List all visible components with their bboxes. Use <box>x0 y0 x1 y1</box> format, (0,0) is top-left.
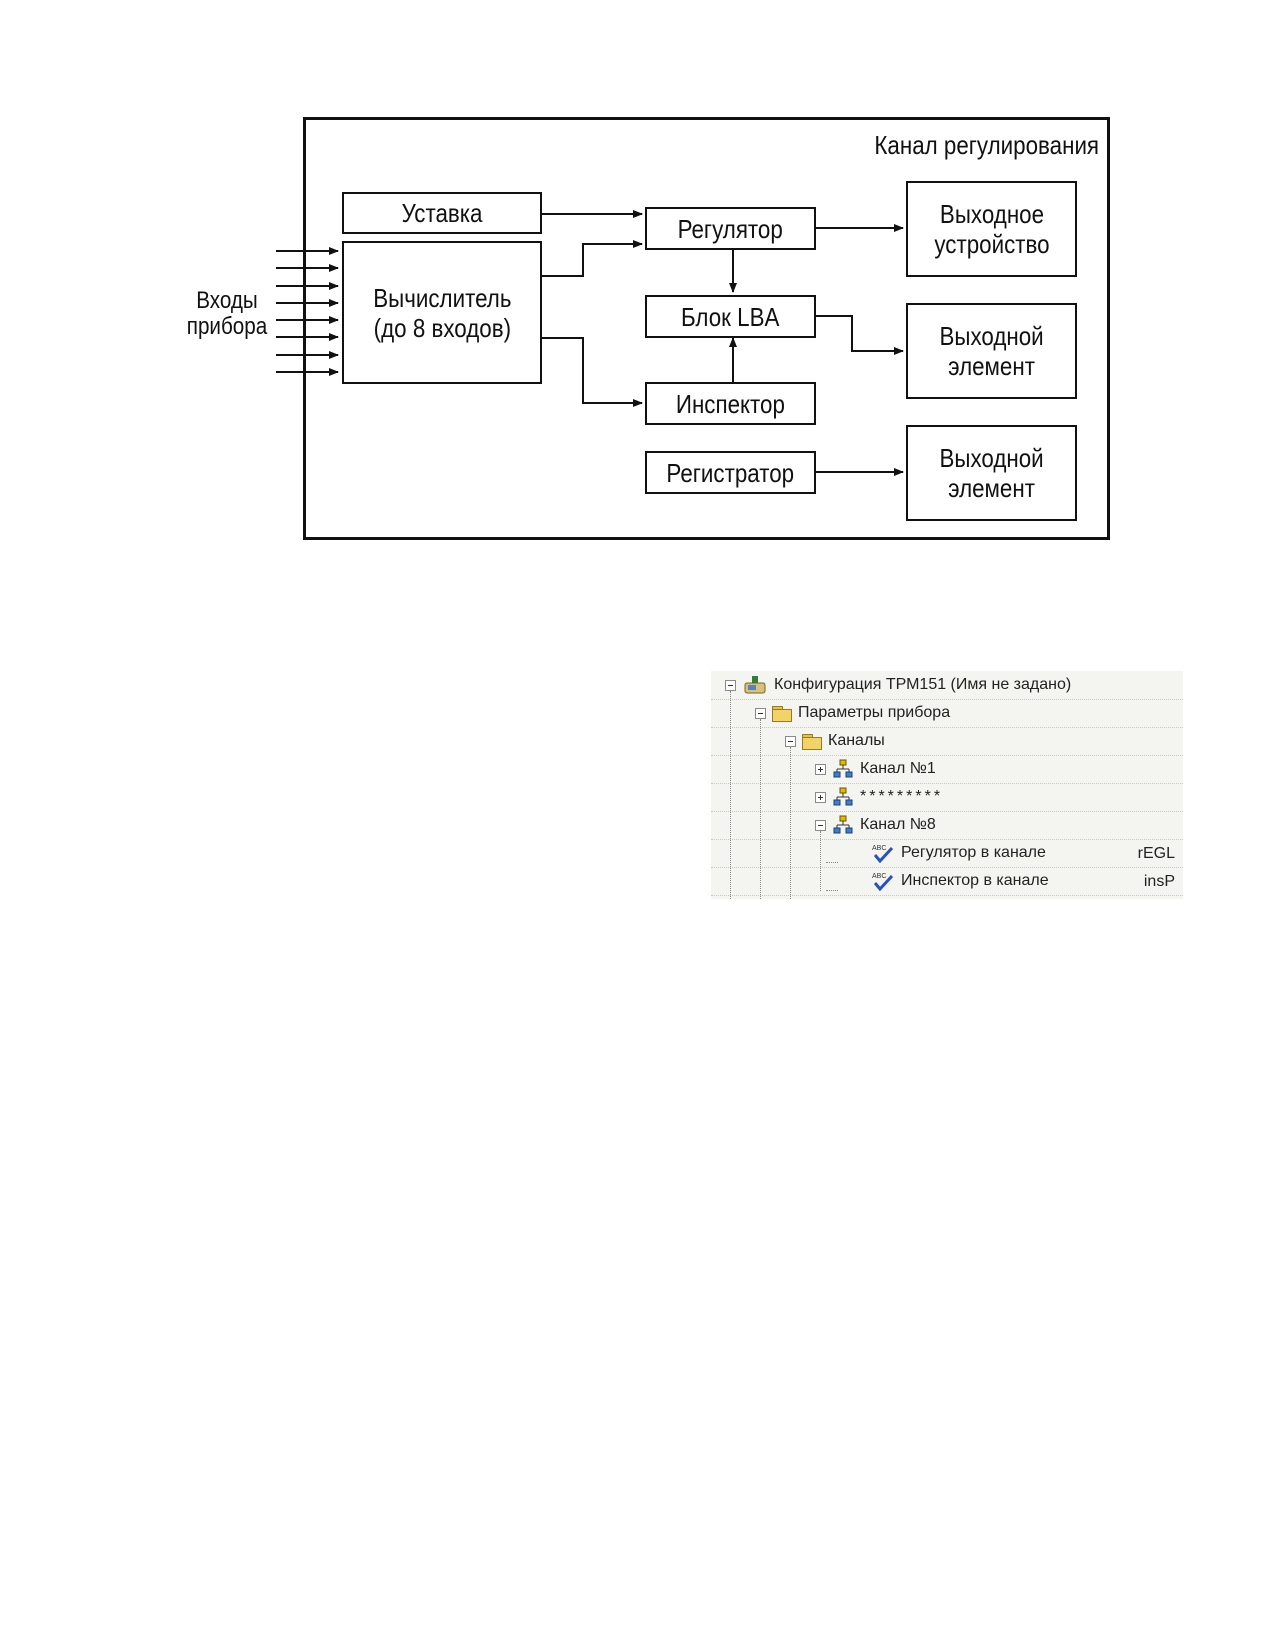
collapse-icon[interactable] <box>785 735 796 747</box>
regulator-label: Регулятор <box>677 213 784 244</box>
output-element-2-line2: элемент <box>948 473 1035 503</box>
tree-node-channels[interactable]: Каналы <box>785 730 885 752</box>
folder-icon <box>772 705 792 722</box>
calculator-block: Вычислитель (до 8 входов) <box>342 241 542 384</box>
frame-title: Канал регулирования <box>874 130 1100 160</box>
tree-channel8-label: Канал №8 <box>860 816 936 833</box>
arrow-calculator-regulator <box>542 240 643 277</box>
channel-network-icon <box>833 787 853 806</box>
output-element-1-line1: Выходной <box>939 321 1044 351</box>
tree-collapsed-label: ********* <box>860 788 944 805</box>
inputs-label-line2: прибора <box>186 313 268 340</box>
tree-param-inspector[interactable]: ABC Инспектор в канале <box>871 870 1049 892</box>
calculator-label-line1: Вычислитель <box>372 282 512 313</box>
output-element-block-2: Выходной элемент <box>906 425 1077 521</box>
tree-node-collapsed-channels[interactable]: ********* <box>815 786 943 808</box>
tree-node-channel-8[interactable]: Канал №8 <box>815 814 936 836</box>
tree-node-params[interactable]: Параметры прибора <box>755 702 950 724</box>
collapse-icon[interactable] <box>755 707 766 719</box>
arrow-calculator-inspector <box>542 337 643 407</box>
inspector-label: Инспектор <box>675 388 786 419</box>
expand-icon[interactable] <box>815 763 826 775</box>
output-element-2-line1: Выходной <box>939 443 1044 473</box>
svg-text:ABC: ABC <box>872 845 886 852</box>
tree-param-regulator[interactable]: ABC Регулятор в канале <box>871 842 1046 864</box>
collapse-icon[interactable] <box>725 679 736 691</box>
inputs-label-line1: Входы <box>196 287 258 314</box>
calculator-label-line2: (до 8 входов) <box>373 312 511 343</box>
tree-channels-label: Каналы <box>828 732 885 749</box>
tree-root-node[interactable]: Конфигурация ТРМ151 (Имя не задано) <box>725 674 1071 696</box>
collapse-icon[interactable] <box>815 819 826 831</box>
abc-check-icon: ABC <box>872 845 894 864</box>
output-element-block-1: Выходной элемент <box>906 303 1077 399</box>
tree-inspector-label: Инспектор в канале <box>901 872 1049 889</box>
channel-network-icon <box>833 815 853 834</box>
lba-block: Блок LBA <box>645 295 816 338</box>
output-device-line1: Выходное <box>939 199 1044 229</box>
inputs-label: Входы прибора <box>180 288 275 340</box>
regulator-block: Регулятор <box>645 207 816 250</box>
recorder-label: Регистратор <box>666 457 795 488</box>
recorder-block: Регистратор <box>645 451 816 494</box>
output-device-line2: устройство <box>933 229 1050 259</box>
tree-node-channel-1[interactable]: Канал №1 <box>815 758 936 780</box>
tree-regulator-label: Регулятор в канале <box>901 844 1046 861</box>
tree-channel1-label: Канал №1 <box>860 760 936 777</box>
expand-icon[interactable] <box>815 791 826 803</box>
tree-root-label: Конфигурация ТРМ151 (Имя не задано) <box>774 676 1072 693</box>
lba-label: Блок LBA <box>681 301 780 332</box>
control-channel-frame <box>303 117 1110 540</box>
regulator-value: rEGL <box>1137 845 1175 862</box>
arrow-lba-output-element-1 <box>816 315 904 355</box>
inspector-block: Инспектор <box>645 382 816 425</box>
folder-icon <box>802 733 822 750</box>
setpoint-block: Уставка <box>342 192 542 234</box>
output-element-1-line2: элемент <box>948 351 1035 381</box>
tree-params-label: Параметры прибора <box>798 704 951 721</box>
svg-text:ABC: ABC <box>872 873 886 880</box>
inspector-value: insP <box>1143 873 1175 890</box>
device-config-icon <box>744 676 766 694</box>
setpoint-label: Уставка <box>401 198 483 228</box>
channel-diagram: Канал регулирования Входы прибора Уставк… <box>0 0 1275 600</box>
channel-network-icon <box>833 759 853 778</box>
abc-check-icon: ABC <box>872 873 894 892</box>
diagram-connectors <box>276 210 904 476</box>
configuration-tree: Конфигурация ТРМ151 (Имя не задано) Пара… <box>711 671 1183 899</box>
output-device-block: Выходное устройство <box>906 181 1077 277</box>
